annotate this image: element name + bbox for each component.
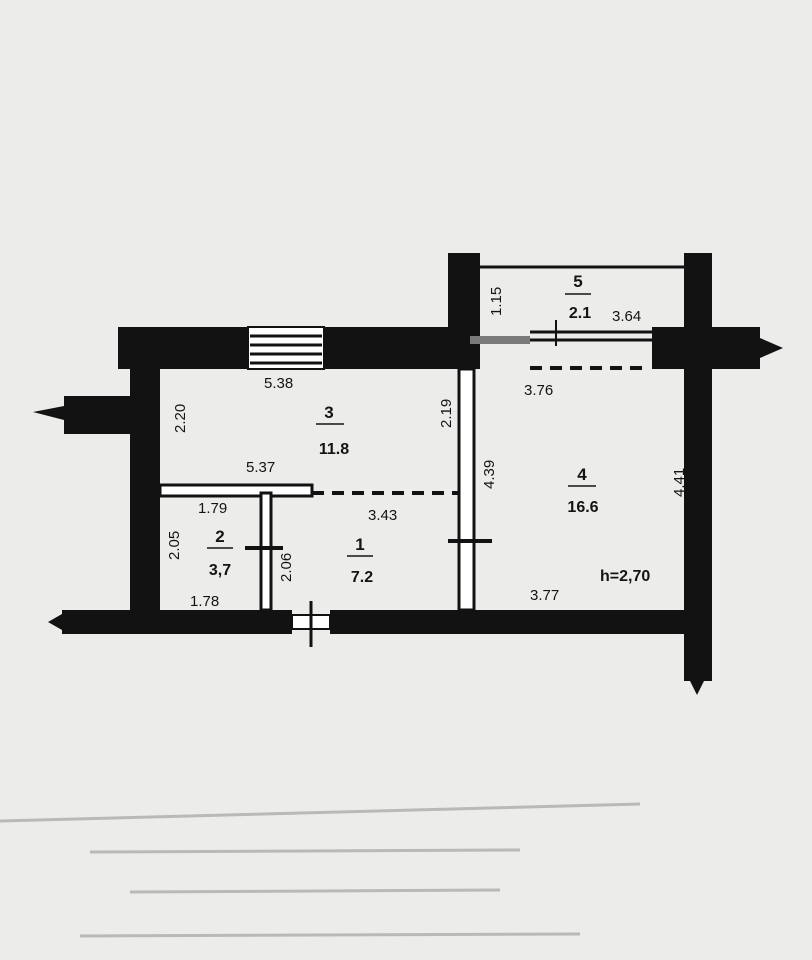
dim-room1-top: 3.43: [368, 507, 397, 524]
partitions: [158, 367, 492, 612]
dim-room2-left: 2.05: [166, 531, 183, 560]
wall-left-stub: [64, 396, 134, 434]
room-1-area: 7.2: [351, 569, 373, 586]
wall-balcony-left: [448, 253, 480, 369]
room-3-area: 11.8: [319, 441, 349, 458]
wall-bottom-left: [62, 610, 292, 634]
room-4-number: 4: [577, 465, 587, 484]
room-3-number: 3: [324, 403, 333, 422]
dim-room2-top: 1.79: [198, 500, 227, 517]
faded-stamp: [0, 802, 641, 938]
entrance-door: [291, 601, 331, 647]
balcony-door: [470, 320, 652, 346]
window-top: [247, 326, 325, 370]
wall-left: [130, 327, 160, 617]
dim-room3-right: 2.19: [438, 399, 455, 428]
wall-arrow-right: [760, 338, 783, 358]
wall-arrow-bottom-right: [690, 681, 704, 695]
room-2-area: 3,7: [209, 562, 231, 579]
wall-top-middle: [324, 327, 470, 369]
dim-room3-left: 2.20: [172, 404, 189, 433]
dim-room5-width: 3.64: [612, 308, 641, 325]
room-4-area: 16.6: [567, 499, 598, 516]
room-5-area: 2.1: [569, 305, 591, 322]
wall-arrow-left: [33, 406, 64, 420]
room-5-number: 5: [573, 272, 582, 291]
partition-room3-bottom: [158, 483, 314, 498]
partition-room4: [457, 367, 476, 612]
dim-room4-right: 4.41: [671, 468, 688, 497]
dim-room3-top: 5.38: [264, 375, 293, 392]
ceiling-height: h=2,70: [600, 568, 650, 585]
dim-room2-bottom: 1.78: [190, 593, 219, 610]
dim-room4-left: 4.39: [481, 460, 498, 489]
wall-bottom-right: [330, 610, 712, 634]
dim-room4-top: 3.76: [524, 382, 553, 399]
wall-right: [684, 253, 712, 681]
dim-room2-right: 2.06: [278, 553, 295, 582]
dim-room4-bottom: 3.77: [530, 587, 559, 604]
room-1-number: 1: [355, 535, 364, 554]
partition-room2: [259, 491, 273, 612]
dim-room3-bottom: 5.37: [246, 459, 275, 476]
room-2-number: 2: [215, 527, 224, 546]
dim-room5-height: 1.15: [488, 287, 505, 316]
walls: [33, 253, 783, 695]
wall-arrow-bottom-left: [48, 614, 62, 630]
